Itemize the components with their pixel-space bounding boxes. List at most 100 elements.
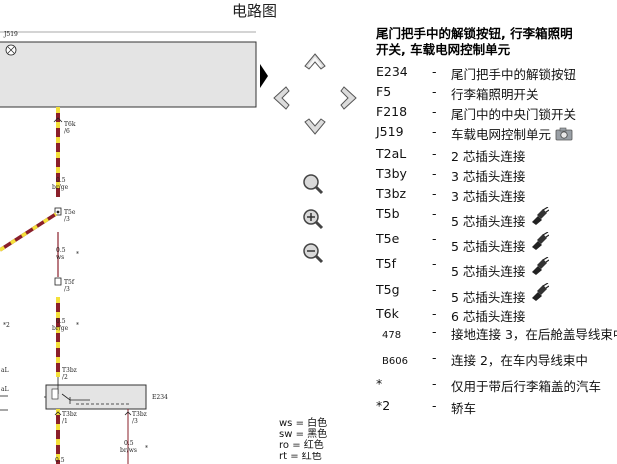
component-dash: -: [432, 231, 437, 246]
component-row[interactable]: T6k -6 芯插头连接: [376, 306, 617, 324]
component-description-text: 5 芯插头连接: [451, 239, 526, 254]
component-code: T3bz: [376, 186, 407, 201]
component-code: T6k: [376, 306, 399, 321]
component-row[interactable]: B606-连接 2，在车内导线束中: [376, 350, 617, 368]
up-arrow-icon[interactable]: [303, 52, 327, 76]
component-dash: -: [432, 64, 437, 79]
component-row[interactable]: T3bz -3 芯插头连接: [376, 186, 617, 204]
circuit-diagram[interactable]: J519 T6k /6 0.5 br/ge T5e /3 0.5 ws * T5…: [0, 22, 262, 464]
j519-label: J519: [4, 31, 18, 38]
component-description: 5 芯插头连接: [451, 282, 550, 306]
t5e-pin-label: /3: [64, 216, 70, 223]
zoom-out-icon[interactable]: [302, 242, 324, 268]
magnifier-icon[interactable]: [302, 173, 324, 199]
component-code: *: [376, 376, 383, 391]
component-description: 尾门把手中的解锁按钮: [451, 64, 576, 83]
component-row[interactable]: T5b -5 芯插头连接: [376, 206, 617, 229]
component-code: B606: [382, 356, 408, 367]
component-description: 轿车: [451, 398, 476, 417]
component-list-title: 尾门把手中的解锁按钮, 行李箱照明 开关, 车载电网控制单元: [376, 26, 617, 58]
component-row[interactable]: J519-车载电网控制单元: [376, 124, 617, 142]
component-description: 3 芯插头连接: [451, 166, 525, 185]
component-dash: -: [432, 306, 437, 321]
wire3-size-label: 0.5: [56, 318, 66, 325]
legend-item: ws = 白色: [279, 418, 328, 429]
component-row[interactable]: * -仅用于带后行李箱盖的汽车: [376, 376, 617, 394]
connector-icon[interactable]: [529, 256, 550, 278]
note2-label: *2: [3, 322, 10, 329]
component-row[interactable]: T2aL-2 芯插头连接: [376, 146, 617, 164]
component-row[interactable]: T5g-5 芯插头连接: [376, 282, 617, 305]
t2al-label-upper: aL: [1, 367, 9, 374]
t3bz-bottom1-label: T3bz: [62, 411, 77, 418]
component-dash: -: [432, 166, 437, 181]
component-row[interactable]: *2-轿车: [376, 398, 617, 416]
component-description-text: 3 芯插头连接: [451, 189, 526, 204]
zoom-in-icon[interactable]: [302, 208, 324, 234]
component-code: F5: [376, 84, 392, 99]
connector-icon[interactable]: [529, 282, 550, 304]
component-description-text: 6 芯插头连接: [451, 309, 526, 324]
wire2-size-label: 0.5: [56, 247, 66, 254]
component-description: 车载电网控制单元: [451, 124, 573, 144]
t3bz-top-label: T3bz: [62, 367, 77, 374]
t5f-label: T5f: [64, 279, 75, 286]
component-description-text: 仅用于带后行李箱盖的汽车: [451, 379, 602, 394]
component-code: E234: [376, 64, 408, 79]
connector-icon[interactable]: [529, 231, 550, 253]
t2al-label-lower: aL: [1, 386, 9, 393]
component-description-text: 车载电网控制单元: [451, 127, 552, 142]
component-code: T5f: [376, 256, 396, 271]
component-code: T5e: [376, 231, 400, 246]
component-row[interactable]: 478-接地连接 3，在后舱盖导线束中: [376, 324, 617, 342]
component-dash: -: [432, 282, 437, 297]
t5f-pin-label: /3: [64, 286, 70, 293]
component-description: 接地连接 3，在后舱盖导线束中: [451, 324, 617, 343]
component-row[interactable]: F218-尾门中的中央门锁开关: [376, 104, 617, 122]
component-row[interactable]: T5f-5 芯插头连接: [376, 256, 617, 279]
component-code: T2aL: [376, 146, 407, 161]
component-dash: -: [432, 186, 437, 201]
t6k-pin-label: /6: [64, 128, 70, 135]
component-dash: -: [432, 324, 437, 339]
component-dash: -: [432, 256, 437, 271]
t3bz-bottom2-label: T3bz: [132, 411, 147, 418]
component-description: 仅用于带后行李箱盖的汽车: [451, 376, 601, 395]
component-dash: -: [432, 206, 437, 221]
wire4-size-label: 0.5: [124, 440, 134, 447]
component-description-text: 尾门把手中的解锁按钮: [451, 67, 577, 82]
component-description-text: 连接 2，在车内导线束中: [451, 353, 588, 368]
camera-icon[interactable]: [555, 127, 573, 144]
component-description-text: 5 芯插头连接: [451, 214, 526, 229]
component-row[interactable]: T3by -3 芯插头连接: [376, 166, 617, 184]
wire2-note-label: *: [76, 251, 79, 258]
component-description: 3 芯插头连接: [451, 186, 525, 205]
legend-item: rt = 红色: [279, 452, 322, 461]
component-description: 2 芯插头连接: [451, 146, 525, 165]
right-arrow-icon[interactable]: [338, 85, 358, 115]
component-dash: -: [432, 84, 437, 99]
connector-icon[interactable]: [529, 206, 550, 228]
component-row[interactable]: E234 -尾门把手中的解锁按钮: [376, 64, 617, 82]
circuit-diagram-drawing: [0, 31, 257, 464]
wire3-note-label: *: [76, 322, 79, 329]
component-description: 尾门中的中央门锁开关: [451, 104, 576, 123]
component-code: T3by: [376, 166, 407, 181]
left-arrow-icon[interactable]: [272, 85, 292, 115]
component-description: 行李箱照明开关: [451, 84, 539, 103]
component-dash: -: [432, 376, 437, 391]
component-row[interactable]: T5e -5 芯插头连接: [376, 231, 617, 254]
down-arrow-icon[interactable]: [303, 116, 327, 140]
component-row[interactable]: F5 -行李箱照明开关: [376, 84, 617, 102]
component-dash: -: [432, 398, 437, 413]
page-title: 电路图: [232, 2, 278, 20]
component-description-text: 轿车: [451, 401, 477, 416]
component-description: 连接 2，在车内导线束中: [451, 350, 588, 369]
component-description-text: 接地连接 3，在后舱盖导线束中: [451, 327, 617, 342]
component-code: T5b: [376, 206, 400, 221]
t3bz-bottom2-pin-label: /3: [132, 418, 138, 425]
wire1-color-label: br/ge: [52, 184, 69, 191]
panel-pointer-icon: [260, 64, 268, 88]
component-description: 6 芯插头连接: [451, 306, 525, 325]
component-dash: -: [432, 124, 437, 139]
